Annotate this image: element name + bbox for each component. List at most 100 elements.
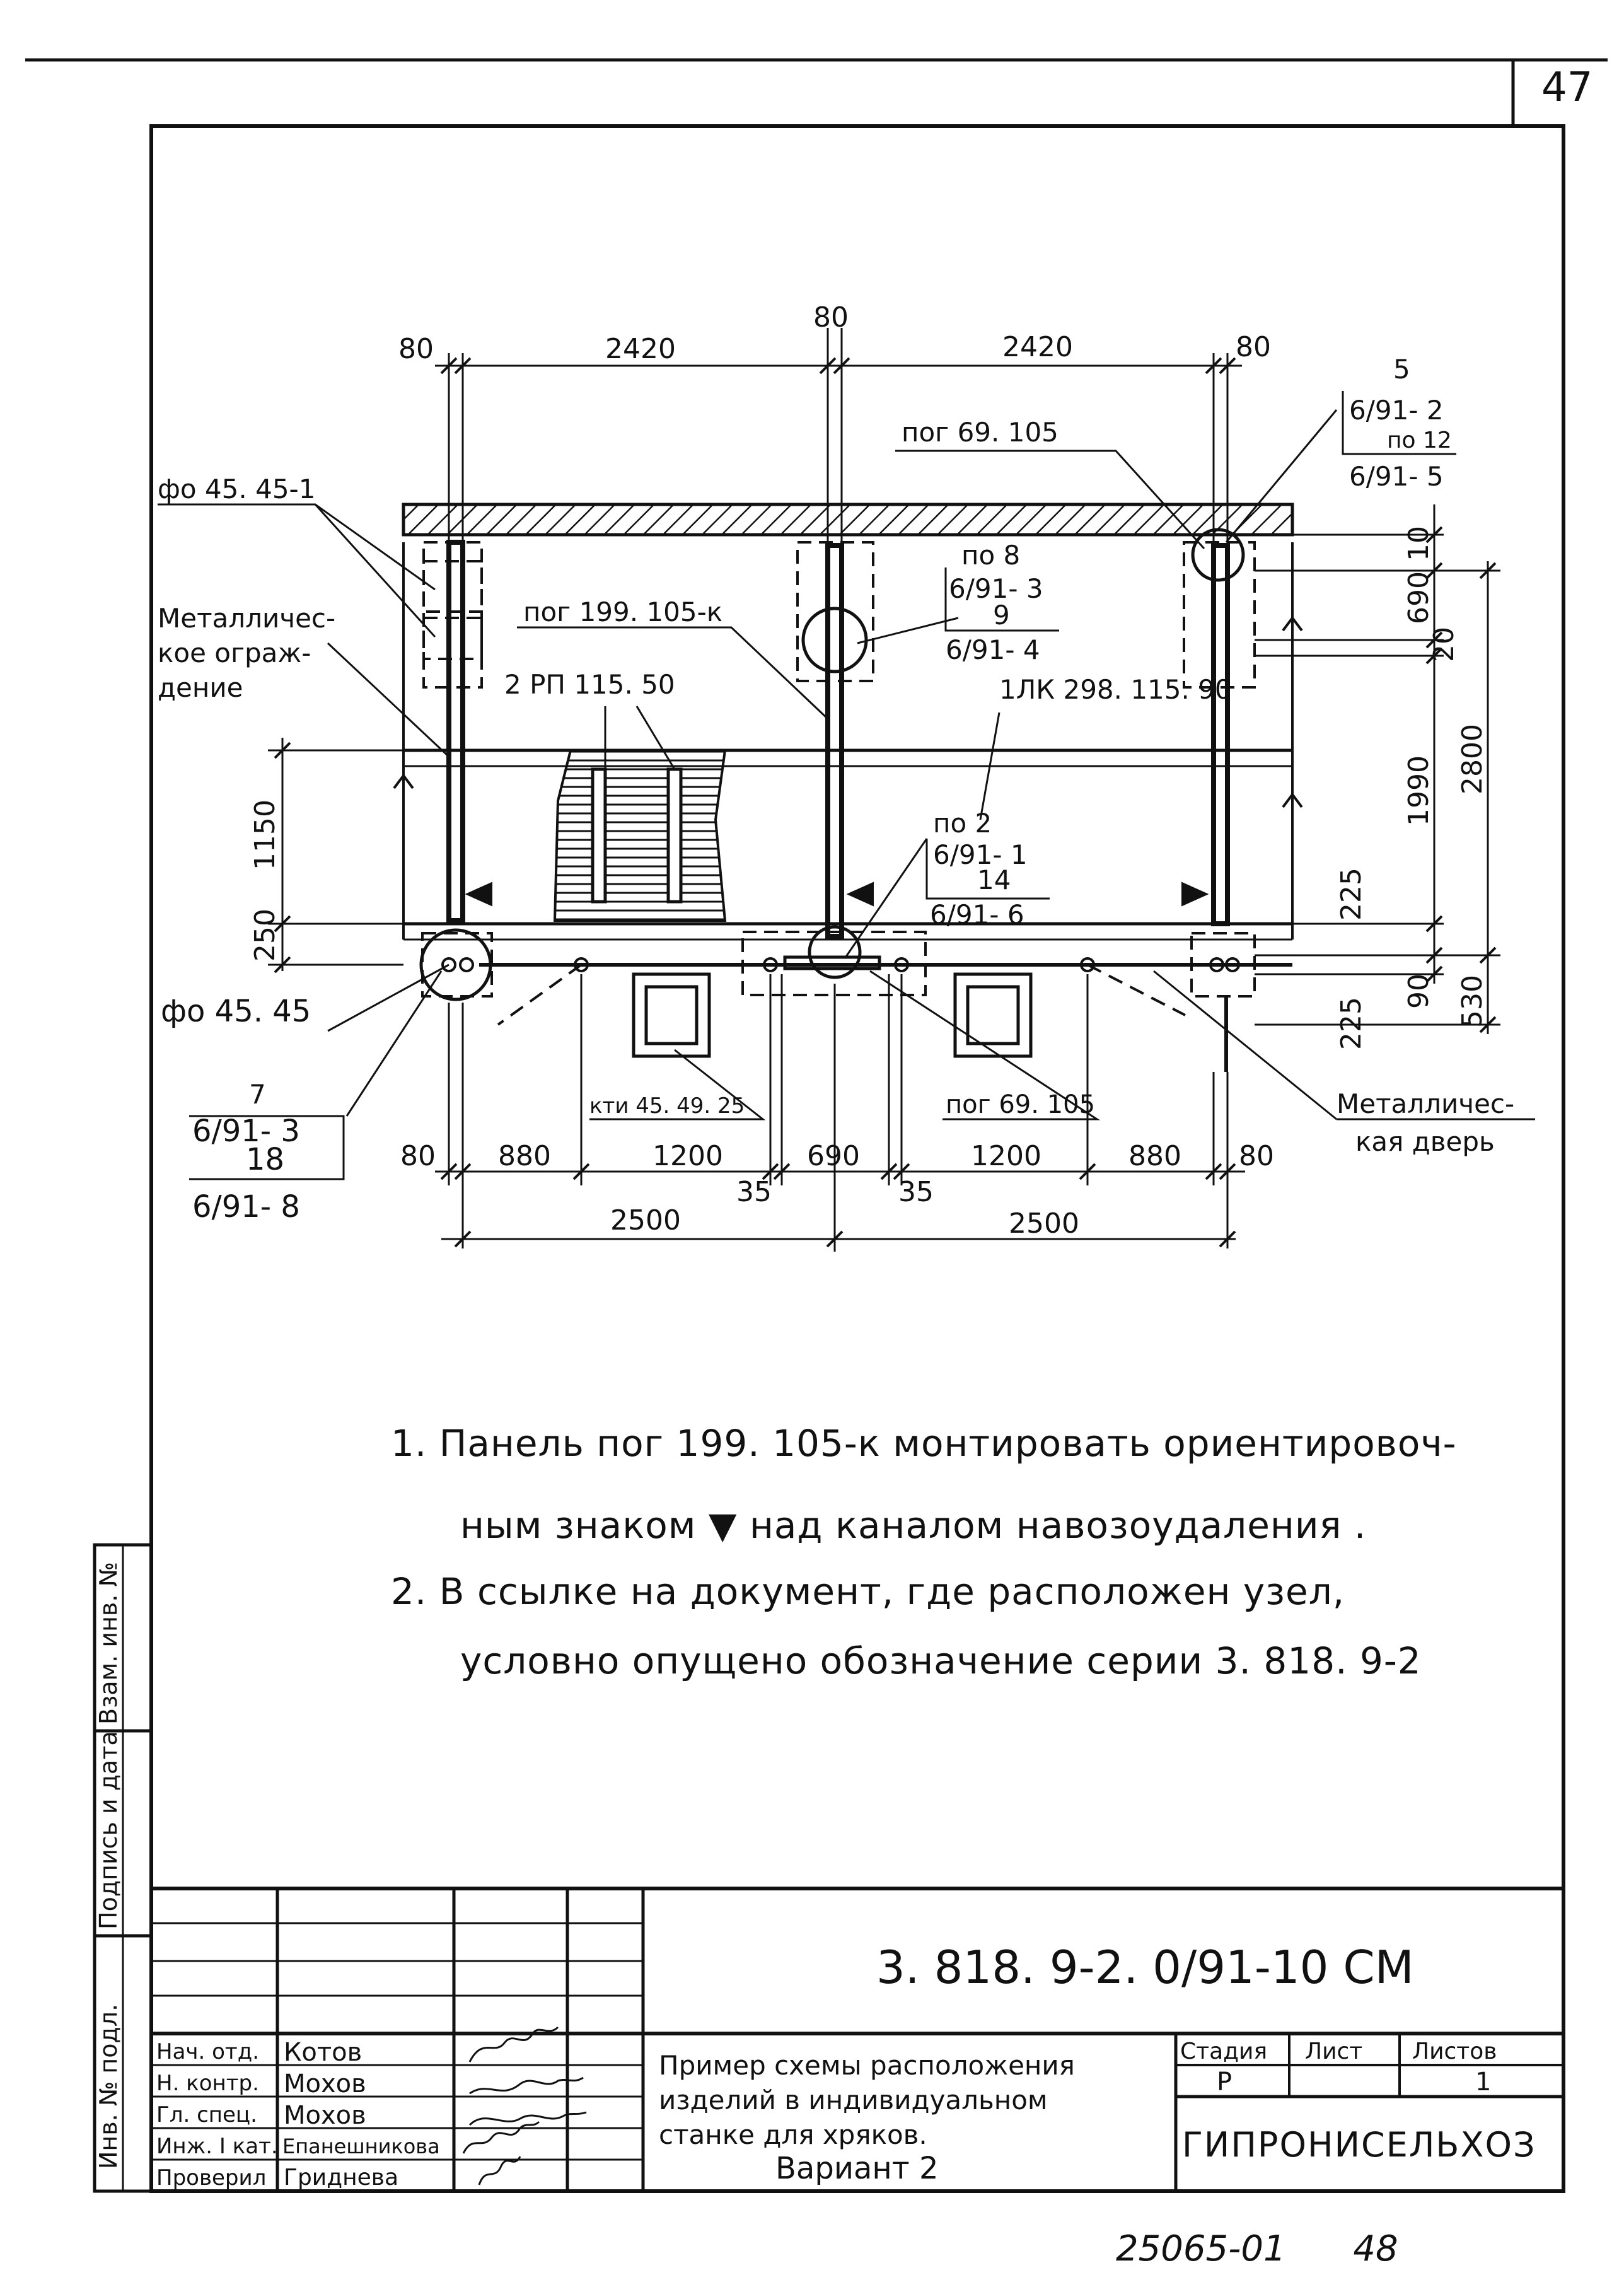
signature-2: [469, 2076, 584, 2095]
label-node2-bottom: 6/91- 6: [930, 899, 1024, 930]
label-lk: 1ЛК 298. 115. 90: [999, 674, 1232, 705]
label-node8-bottom: 6/91- 4: [946, 634, 1040, 665]
tb-role-5: Проверил: [156, 2165, 266, 2191]
label-node2-num: по 2: [933, 808, 992, 839]
tb-roles: Нач. отд. Н. контр. Гл. спец. Инж. I кат…: [156, 2039, 278, 2191]
signature-3: [468, 2111, 587, 2126]
node-circle-right: [1191, 528, 1245, 582]
leader-node7: [345, 970, 443, 1117]
bracket-node8: [944, 567, 1059, 632]
label-kti: кти 45. 49. 25: [589, 1093, 745, 1119]
dim-bottom-4: 690: [807, 1140, 860, 1172]
leader-node8: [857, 617, 959, 644]
pin-fence-1: [574, 957, 589, 972]
dim-right-1990: 1990: [1403, 755, 1435, 826]
note-1-line-2: ным знаком ▼ над каналом навозоудаления …: [460, 1504, 1367, 1547]
signature-5: [478, 2156, 521, 2185]
leader-node2: [844, 838, 928, 959]
fo-box-left-2: [422, 617, 483, 660]
dim-top-ticks: [440, 357, 1236, 375]
leader-pog-bottom: [869, 970, 1101, 1120]
kti-box-left-outer: [632, 972, 711, 1058]
label-node8-ref: 6/91- 3: [949, 573, 1043, 604]
break-line-left: [393, 542, 414, 940]
callout-texts: фо 45. 45-1 Металличес- кое ограж- дение…: [158, 354, 1514, 1225]
tb-stage-label: Стадия: [1180, 2039, 1267, 2064]
leader-pog-top: [895, 450, 1205, 550]
fo-box-left-1: [422, 560, 483, 613]
rp-post-1: [591, 767, 607, 904]
dimension-texts: 80 2420 80 2420 80 80 880 1200 690 1200 …: [249, 301, 1488, 1240]
rp-post-2: [666, 767, 683, 904]
label-node2-ref: 6/91- 1: [933, 839, 1028, 870]
tb-name-4: Епанешникова: [282, 2134, 440, 2158]
dim-left-ticks: [274, 742, 291, 974]
tb-sheets-label: Листов: [1412, 2039, 1497, 2064]
dim-top-2: 2420: [605, 333, 676, 365]
wall-hatched: [402, 503, 1294, 537]
tb-title-1: Пример схемы расположения: [659, 2050, 1075, 2081]
side-stamp-inv: Инв. № подл.: [95, 2004, 122, 2169]
dim-left-1150: 1150: [249, 800, 281, 870]
tb-title-2: изделий в индивидуальном: [659, 2085, 1048, 2115]
label-node5-bottom: 6/91- 5: [1349, 461, 1444, 492]
pin-fence-2: [1080, 957, 1095, 972]
label-pog-top: пог 69. 105: [902, 417, 1058, 448]
tb-role-4: Инж. I кат.: [156, 2134, 278, 2159]
label-node7-ref: 6/91- 3: [192, 1114, 300, 1149]
dim-bottom-6: 880: [1128, 1140, 1181, 1172]
leader-kti: [589, 1049, 766, 1120]
leader-fence: [327, 642, 450, 758]
label-fence-2: кое ограж-: [158, 637, 311, 668]
dim-top-4: 2420: [1002, 331, 1073, 363]
label-fo-top: фо 45. 45-1: [158, 474, 315, 504]
side-stamp-replace: Взам. инв. №: [95, 1562, 122, 1725]
note-2-line-2: условно опущено обозначение серии 3. 818…: [460, 1639, 1422, 1682]
bracket-node5: [1342, 391, 1456, 455]
door-swing-right: [1087, 963, 1186, 1016]
side-stamp-sign: Подпись и дата: [95, 1731, 122, 1929]
label-node7-bottom: 6/91- 8: [192, 1189, 300, 1225]
dim-right-225a: 225: [1335, 868, 1367, 921]
dim-bottom-row2-1: 2500: [610, 1204, 681, 1237]
label-node8-num: по 8: [961, 540, 1020, 571]
label-fence-3: дение: [158, 672, 243, 703]
label-node5-ref: 6/91- 2: [1349, 395, 1444, 426]
dim-right-20: 20: [1428, 627, 1460, 662]
dim-right-530: 530: [1456, 975, 1488, 1028]
tb-name-2: Мохов: [284, 2069, 366, 2098]
page-number: 47: [1541, 64, 1592, 111]
fo-box-right: [1183, 541, 1256, 689]
dim-right-2800: 2800: [1456, 724, 1488, 794]
dim-gap-left: 35: [736, 1176, 772, 1208]
tb-name-3: Мохов: [284, 2101, 366, 2130]
pin-left-a: [441, 957, 456, 972]
tb-name-5: Гриднева: [284, 2165, 398, 2191]
dim-bottom-1: 80: [400, 1140, 436, 1172]
tb-name-1: Котов: [284, 2038, 362, 2067]
dim-gap-right: 35: [898, 1176, 934, 1208]
footer-code: 25065-01 48: [1116, 2228, 1398, 2269]
bracket-node2: [925, 839, 1050, 900]
leader-pog-center: [517, 626, 829, 720]
dim-bottom-2: 880: [498, 1140, 551, 1172]
tb-title-3: станке для хряков.: [659, 2119, 927, 2150]
dim-right-90: 90: [1403, 974, 1435, 1009]
plan-drawing: [158, 328, 1535, 1252]
dim-right-ticks: [1425, 526, 1497, 1033]
dim-bottom-row2-2: 2500: [1009, 1208, 1079, 1240]
dim-top-1: 80: [398, 333, 434, 365]
tb-role-1: Нач. отд.: [156, 2039, 259, 2064]
leader-lk: [979, 712, 1000, 820]
dim-right-690: 690: [1403, 571, 1435, 624]
node-circle-center-bottom: [808, 925, 862, 979]
dim-bottom-7: 80: [1239, 1140, 1274, 1172]
tb-organization: ГИПРОНИСЕЛЬХОЗ: [1182, 2125, 1536, 2165]
fo-box-left-3: [422, 541, 483, 689]
label-pog-center: пог 199. 105-к: [523, 596, 722, 627]
label-fo-bottom: фо 45. 45: [161, 994, 311, 1029]
post-right: [1211, 543, 1230, 926]
post-left: [446, 540, 465, 923]
fo-box-left-bottom: [421, 932, 493, 998]
